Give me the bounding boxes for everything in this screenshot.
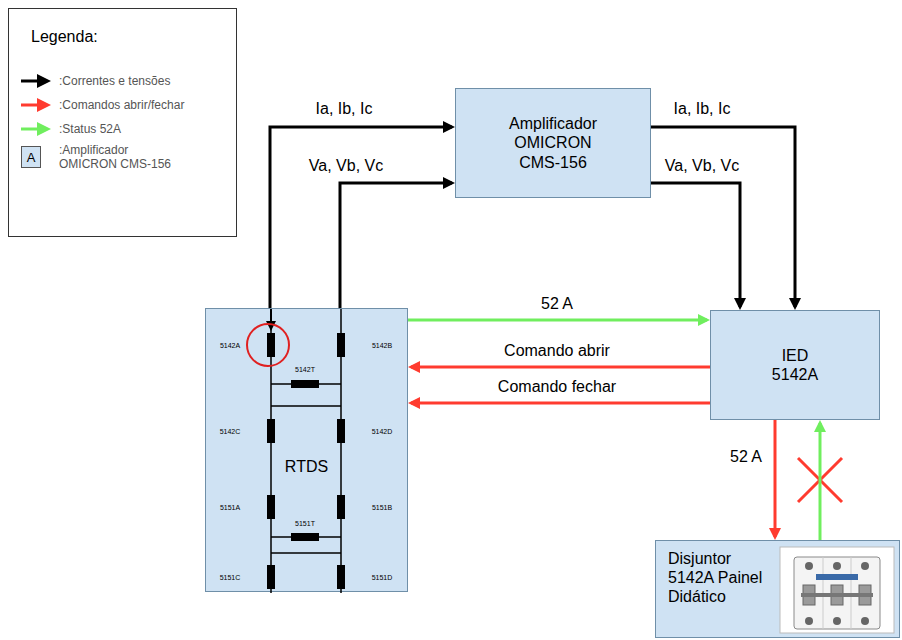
legend-text: :Comandos abrir/fechar (59, 98, 184, 112)
legend-text: :Status 52A (59, 122, 121, 136)
command-signal (411, 366, 710, 369)
legend-text: :Amplificador OMICRON CMS-156 (59, 143, 179, 172)
current-signal (651, 127, 795, 307)
legend-box: Legenda::Correntes e tensões:Comandos ab… (8, 8, 237, 237)
breaker-id: 5142T (295, 366, 315, 373)
breaker-panel-box: Disjuntor 5142A Painel Didático (655, 540, 900, 638)
signal-label: 52 A (540, 295, 574, 313)
voltage-signal (651, 183, 740, 307)
breaker-id: 5151B (372, 504, 392, 511)
green-arrow-sample (21, 122, 51, 136)
voltage-signal (340, 183, 452, 308)
node-text: Amplificador OMICRON CMS-156 (492, 114, 614, 172)
command-signal (411, 402, 710, 405)
signal-label: Va, Vb, Vc (308, 157, 384, 175)
node-text: Disjuntor 5142A Painel Didático (668, 549, 772, 607)
breaker-id: 5142C (220, 428, 241, 435)
black-arrow-sample (21, 74, 51, 88)
breaker-body (794, 557, 880, 629)
photo-frame (780, 547, 894, 633)
signal-label: Ia, Ib, Ic (315, 100, 374, 118)
breaker-id: 5151C (220, 574, 241, 581)
text-block: IED 5142A (763, 346, 827, 384)
rtds-single-line (206, 309, 409, 593)
node-text: IED 5142A (763, 346, 827, 384)
legend-symbol-letter: A (27, 151, 36, 164)
text-block: Disjuntor 5142A Painel Didático (668, 549, 772, 607)
current-signal (270, 127, 452, 308)
ied-box: IED 5142A (710, 310, 880, 420)
signal-label: Comando fechar (497, 378, 617, 396)
node-text: Legenda: (31, 27, 98, 46)
measure-point-arrow (266, 309, 276, 331)
breaker-id: 5151T (295, 520, 315, 527)
breaker-id: 5142D (372, 428, 393, 435)
node-text: RTDS (206, 457, 407, 476)
amplifier-box: Amplificador OMICRON CMS-156 (455, 88, 651, 198)
highlight-circle (247, 324, 289, 366)
signal-label: Va, Vb, Vc (664, 157, 740, 175)
handle-tie (801, 593, 873, 597)
text-block: RTDS (206, 457, 407, 476)
text-block: Legenda: (31, 27, 98, 46)
status-signal (819, 423, 822, 540)
breaker-id: 5151D (372, 574, 393, 581)
signal-label: Comando abrir (503, 342, 611, 360)
red-arrow-sample (21, 98, 51, 112)
breaker-id: 5142A (220, 342, 240, 349)
rtds-box: RTDS 5142A 5142B 5142T 5142C 5142D 5151A 5151B 5… (205, 308, 408, 592)
rating-plate (816, 574, 858, 580)
legend-text: :Correntes e tensões (59, 74, 170, 88)
breaker-id: 5151A (220, 504, 240, 511)
breaker-id: 5142B (372, 342, 392, 349)
signal-label: Ia, Ib, Ic (673, 100, 732, 118)
signal-label: 52 A (729, 448, 763, 466)
text-block: Amplificador OMICRON CMS-156 (492, 114, 614, 172)
status-signal (408, 319, 707, 322)
command-signal (774, 420, 777, 537)
bus-lines (271, 309, 341, 593)
